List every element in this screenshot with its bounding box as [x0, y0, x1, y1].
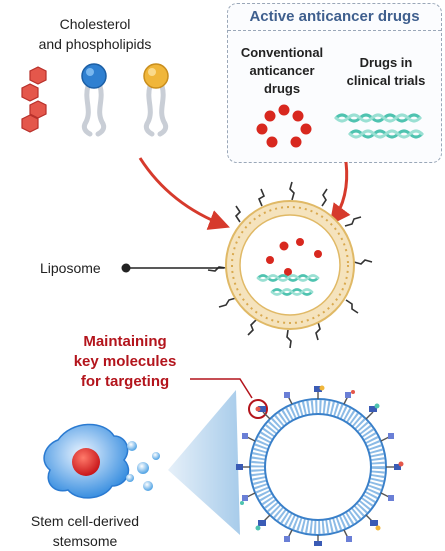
targeting-pointer-line [190, 378, 253, 399]
lipid-to-liposome-arrow [138, 157, 230, 230]
magnification-beam [168, 390, 240, 535]
stem-cell-icon [43, 423, 130, 499]
active-drugs-title: Active anticancer drugs [228, 4, 441, 31]
targeting-highlight-circle [248, 399, 268, 419]
phospholipid-blue-icon [81, 63, 107, 137]
lipids-label-line1: Cholesterol [59, 16, 131, 32]
cholesterol-icon [21, 66, 47, 133]
targeting-line2: key molecules [73, 353, 177, 370]
conventional-line1: Conventional [240, 45, 324, 60]
conventional-line2: anticancer [249, 63, 315, 78]
conventional-drug-molecules-icon [256, 104, 312, 148]
liposome-icon [207, 181, 373, 349]
stemsome-membrane-icon [236, 385, 404, 546]
conventional-line3: drugs [263, 81, 301, 96]
clinical-line1: Drugs in [359, 55, 413, 70]
clinical-trials-label: Drugs in clinical trials [334, 54, 438, 90]
targeting-line1: Maintaining [83, 333, 167, 350]
clinical-line2: clinical trials [346, 73, 426, 88]
drugs-to-liposome-arrow [329, 161, 351, 226]
stemsome-line1: Stem cell-derived [30, 513, 140, 529]
stemsome-line2: stemsome [52, 533, 118, 549]
targeting-label: Maintaining key molecules for targeting [40, 332, 210, 392]
stemsome-label: Stem cell-derived stemsome [10, 511, 160, 551]
conventional-drugs-label: Conventional anticancer drugs [232, 44, 332, 98]
lipids-label: Cholesterol and phospholipids [20, 14, 170, 54]
liposome-label: Liposome [40, 260, 101, 276]
lipids-label-line2: and phospholipids [38, 36, 152, 52]
clinical-trial-drug-helix-icon [334, 113, 424, 139]
extracellular-vesicles-icon [126, 441, 160, 491]
phospholipid-yellow-icon [143, 63, 169, 137]
targeting-line3: for targeting [80, 373, 170, 390]
